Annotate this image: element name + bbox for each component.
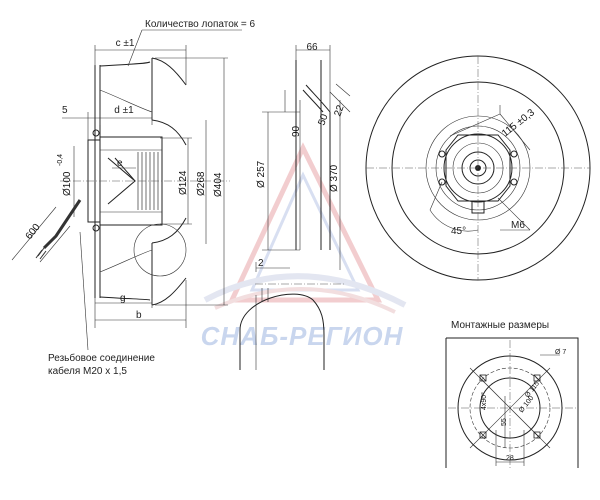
dim-66: 66 <box>306 42 318 53</box>
dim-d100-tol: -0,4 <box>57 154 64 166</box>
dim-d124: Ø124 <box>178 170 189 195</box>
dim-d404: Ø404 <box>213 172 224 197</box>
mount-d7: Ø 7 <box>555 349 566 356</box>
dim-600: 600 <box>24 222 43 242</box>
section-view <box>239 45 351 370</box>
dim-d100: Ø100 <box>62 171 73 196</box>
mount-4x90: 4x90° <box>480 392 488 410</box>
dim-5: 5 <box>62 105 68 116</box>
dim-m6: M6 <box>511 220 525 231</box>
side-view <box>11 29 242 351</box>
dim-115: 115 ±0,3 <box>500 107 537 139</box>
front-view <box>365 55 591 281</box>
mount-28: 28 <box>506 455 514 462</box>
dim-g: g <box>120 293 126 304</box>
dim-b: b <box>136 310 142 321</box>
dim-c: c ±1 <box>116 38 135 49</box>
mounting-title: Монтажные размеры <box>451 320 549 331</box>
dim-d370: Ø 370 <box>329 164 340 192</box>
snab-region-logo <box>203 142 407 314</box>
dim-e: e <box>117 158 123 169</box>
cable-label-2: кабеля М20 x 1,5 <box>48 365 127 377</box>
dim-d257: Ø 257 <box>256 160 267 188</box>
dim-22: 22 <box>332 103 346 118</box>
dim-50: 50 <box>316 112 330 127</box>
cable-label-1: Резьбовое соединение <box>48 352 155 364</box>
blade-count-label: Количество лопаток = 6 <box>145 19 256 30</box>
watermark-text: СНАБ-РЕГИОН <box>201 321 404 351</box>
dim-d: d ±1 <box>114 105 134 116</box>
dim-d268: Ø268 <box>196 171 207 196</box>
mounting-view <box>445 337 579 468</box>
dim-90: 90 <box>291 125 302 137</box>
mount-55: 55 <box>501 418 508 426</box>
dim-45deg: 45° <box>451 226 466 237</box>
dim-2: 2 <box>258 258 264 269</box>
